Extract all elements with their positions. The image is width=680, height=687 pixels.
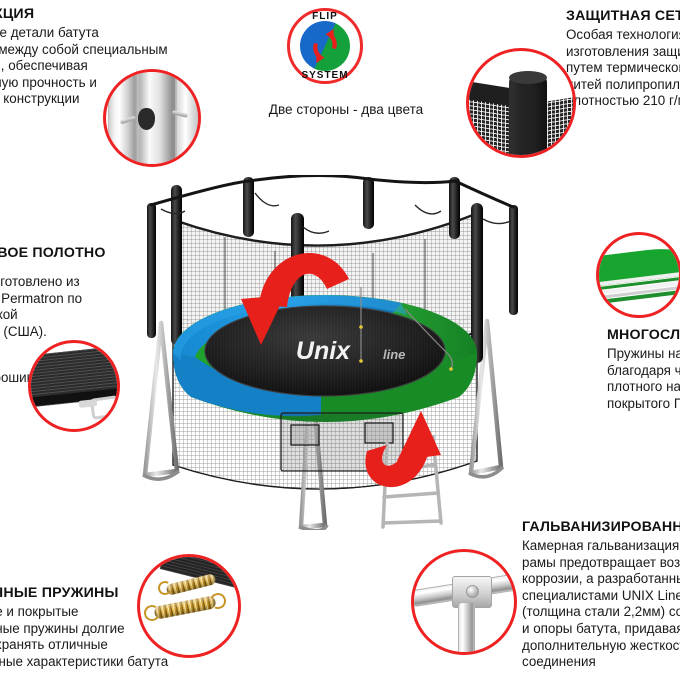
bolt-icon	[138, 108, 155, 130]
joint-bolt-icon	[466, 585, 479, 598]
trampoline-leg-feet	[142, 465, 505, 530]
flip-system-caption: Две стороны - два цвета	[268, 102, 424, 117]
feature-text-multilayer-mat: Пружины надежно закрыты благодаря чехлу …	[607, 346, 680, 411]
net-post-cap	[509, 73, 547, 155]
badge-ring	[287, 8, 363, 84]
frame-connection-detail-bubble	[103, 69, 201, 167]
frame-joint-detail-bubble	[411, 549, 517, 655]
spring-photo	[140, 557, 238, 655]
feature-heading-jump-canvas: ПРЫЖКОВОЕ ПОЛОТНО	[0, 245, 106, 261]
frame-joint-photo	[414, 552, 514, 652]
protective-net-detail-bubble	[466, 48, 576, 158]
mat-brand-sub: line	[383, 347, 405, 362]
feature-block-construction: КОНСТРУКЦИЯ Все несущие детали батута со…	[0, 6, 168, 108]
badge-word-flip: FLIP	[312, 11, 338, 22]
badge-circular-arrows-icon	[313, 29, 337, 63]
net-entry-cord	[359, 287, 453, 371]
multilayer-pad-photo	[599, 235, 679, 315]
spring-detail-bubble	[137, 554, 241, 658]
net-tensioners	[160, 192, 512, 234]
mat-brand-main: Unix	[296, 337, 351, 365]
spring-body-front	[153, 595, 217, 620]
feature-text-galvanized-frame: Камерная гальванизация рамы предотвращае…	[522, 538, 680, 670]
badge-word-system: SYSTEM	[301, 70, 349, 81]
protective-net-photo	[469, 51, 573, 155]
feature-block-multilayer-mat: МНОГОСЛОЙНЫЙ МАТ Пружины надежно закрыты…	[607, 327, 680, 412]
feature-block-galvanized-frame: ГАЛЬВАНИЗИРОВАННАЯ РАМА Камерная гальван…	[522, 519, 680, 671]
feature-block-protective-net: ЗАЩИТНАЯ СЕТКА Особая технология изготов…	[566, 8, 680, 110]
flip-system-badge: FLIP SYSTEM	[287, 8, 363, 84]
feature-heading-multilayer-mat: МНОГОСЛОЙНЫЙ МАТ	[607, 327, 680, 343]
multilayer-pad-detail-bubble	[596, 232, 680, 318]
feature-text-construction: Все несущие детали батута соединены межд…	[0, 25, 168, 107]
frame-connection-photo	[106, 72, 198, 164]
feature-text-springs: Оцинкованные и покрытые антикоррозийные …	[0, 604, 169, 669]
trampoline-illustration: Unix line	[115, 175, 535, 530]
feature-block-springs: ОЦИНКОВАННЫЕ ПРУЖИНЫ Оцинкованные и покр…	[0, 585, 168, 670]
net-mesh-right	[543, 95, 573, 155]
feature-text-protective-net: Особая технология изготовления защитной …	[566, 27, 680, 109]
feature-text-jump-canvas: Полотно изготовлено из материала Permatr…	[0, 274, 83, 339]
feature-heading-construction: КОНСТРУКЦИЯ	[0, 6, 35, 22]
trampoline-svg: Unix line	[142, 175, 518, 530]
jump-mat-photo	[31, 343, 117, 429]
jump-mat-detail-bubble	[28, 340, 120, 432]
feature-heading-galvanized-frame: ГАЛЬВАНИЗИРОВАННАЯ РАМА	[522, 519, 680, 535]
jump-mat: Unix line	[204, 305, 446, 397]
net-top-rail	[149, 175, 515, 209]
frame-leg	[458, 602, 475, 652]
feature-heading-springs: ОЦИНКОВАННЫЕ ПРУЖИНЫ	[0, 585, 119, 601]
badge-globe-icon	[300, 21, 350, 71]
feature-block-jump-canvas: ПРЫЖКОВОЕ ПОЛОТНО Полотно изготовлено из…	[0, 245, 106, 387]
feature-heading-protective-net: ЗАЩИТНАЯ СЕТКА	[566, 8, 680, 24]
